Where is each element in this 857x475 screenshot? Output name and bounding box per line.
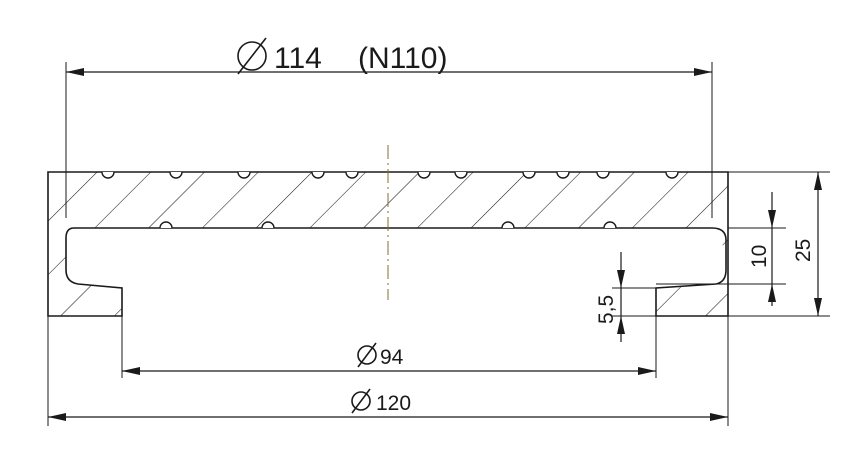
- diameter-symbol-icon: [351, 388, 371, 414]
- dimension-inner-bottom: 94: [122, 342, 656, 375]
- inner-groove: [159, 221, 173, 229]
- diameter-symbol-icon: [237, 37, 267, 75]
- dimension-total-height: 25: [792, 172, 822, 316]
- top-groove: [101, 171, 115, 179]
- top-groove: [237, 171, 251, 179]
- top-groove: [454, 171, 468, 179]
- top-groove: [169, 171, 183, 179]
- dimension-cavity-height-value: 10: [748, 245, 771, 268]
- dimension-inner-bottom-value: 94: [380, 346, 404, 369]
- cross-section: [47, 171, 729, 317]
- top-groove: [417, 171, 431, 179]
- inner-groove: [603, 221, 617, 229]
- dimension-lip-height: 5,5: [595, 252, 625, 342]
- top-groove: [311, 171, 325, 179]
- dimension-outer-bottom-value: 120: [376, 392, 411, 415]
- top-groove: [665, 171, 679, 179]
- dimension-total-height-value: 25: [792, 239, 815, 262]
- dimension-outer-top-note: (N110): [358, 42, 447, 75]
- diameter-symbol-icon: [357, 342, 377, 368]
- dimension-outer-bottom: 120: [48, 388, 728, 421]
- dimension-outer-top: 114 (N110): [66, 37, 712, 76]
- top-groove: [556, 171, 570, 179]
- inner-groove: [501, 221, 515, 229]
- top-groove: [345, 171, 359, 179]
- inner-groove: [261, 221, 275, 229]
- top-grooves: [101, 171, 679, 179]
- top-groove: [522, 171, 536, 179]
- top-groove: [596, 171, 610, 179]
- extension-lines: [47, 62, 830, 426]
- dimension-outer-top-value: 114: [274, 42, 322, 75]
- dimension-cavity-height: 10: [748, 192, 776, 306]
- dimension-lip-height-value: 5,5: [595, 295, 618, 324]
- inner-grooves: [159, 221, 617, 229]
